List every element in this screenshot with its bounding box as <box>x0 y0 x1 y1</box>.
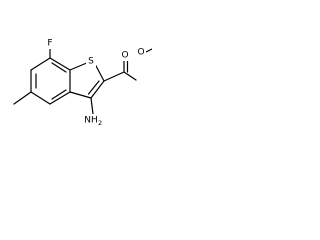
carbonyl-oxygen-label: O <box>121 51 128 61</box>
bond-c7a-s <box>69 61 90 71</box>
bond-c2-c3 <box>90 80 105 99</box>
amine-label: NH <box>84 116 98 126</box>
bond-c3-n <box>90 97 94 115</box>
bond-c2-carbonyl <box>103 71 125 82</box>
amine-subscript-label: 2 <box>98 119 102 127</box>
bond-c4-c5 <box>30 91 51 105</box>
bond-c3-c3a <box>69 91 92 99</box>
bond-inner-c2-c3 <box>87 80 100 95</box>
bond-inner-c4-c3a <box>51 89 67 100</box>
bond-c5-methyl <box>13 91 32 105</box>
bond-carbonyl-o-ester <box>123 71 137 81</box>
structure-drawing: F S O O NH 2 <box>13 38 152 127</box>
sulfur-label: S <box>88 57 94 67</box>
bond-c3a-c4 <box>49 91 71 105</box>
bond-inner-c7-c7a <box>51 62 67 73</box>
fluorine-label: F <box>47 39 52 49</box>
ester-oxygen-label: O <box>137 48 144 58</box>
bond-s-c2 <box>94 63 105 82</box>
bond-c7-c7a <box>49 57 71 71</box>
bond-c6-c7 <box>30 57 51 71</box>
molecule-canvas: F S O O NH 2 <box>0 0 152 152</box>
